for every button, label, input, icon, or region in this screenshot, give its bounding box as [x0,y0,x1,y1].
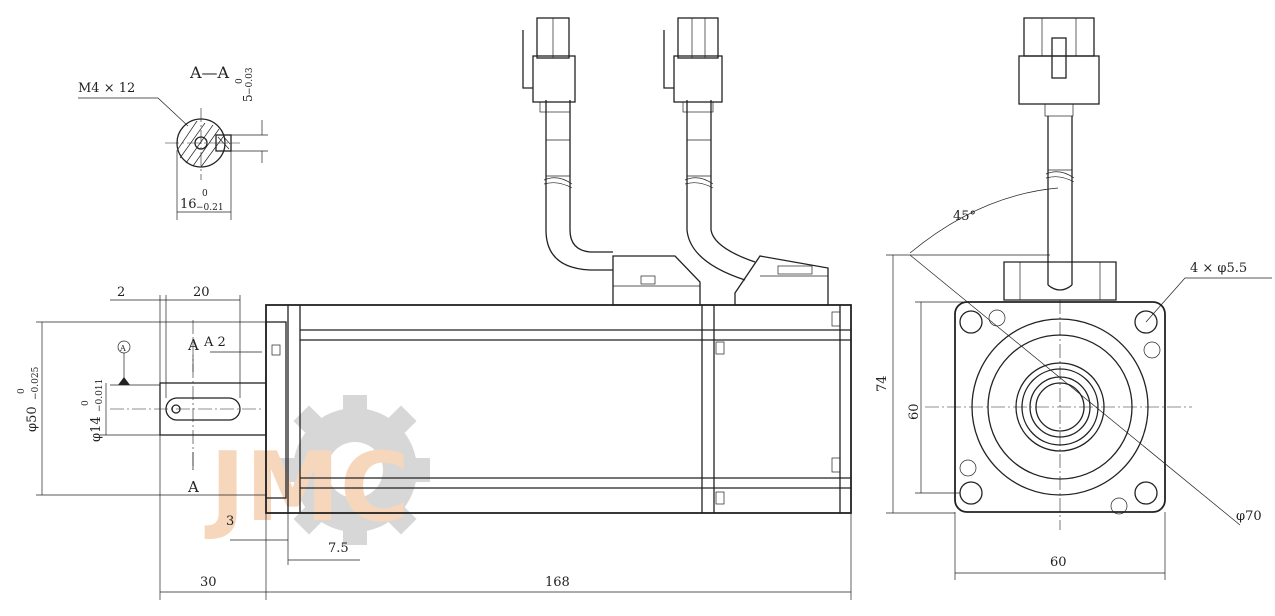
dim-74: 74 [875,375,890,392]
dim-2-top: 2 [117,285,125,300]
datum-label: A [119,344,126,353]
connector-housing-left [612,255,701,306]
section-hatching [177,120,224,168]
connector-plug-left [522,17,576,113]
front-view: 45° 4 × φ5.5 φ70 74 60 60 [875,17,1272,580]
cable-right [684,100,756,281]
section-a-a: A—A M4 × 12 5 0 −0.03 [78,63,268,220]
connector-plug-right [663,17,723,113]
key-height: 16 [180,197,197,212]
dim-60-vertical: 60 [907,403,922,420]
holes-spec: 4 × φ5.5 [1190,261,1247,276]
spigot-tol-upper: 0 [17,388,27,394]
shaft-tol-upper: 0 [81,400,91,406]
section-mark-top: A [187,336,199,354]
side-view: A A A A 2 2 20 φ50 0 −0.025 φ14 0 −0.0 [17,17,852,600]
key-height-tol-upper: 0 [202,189,208,199]
spigot-tol-lower: −0.025 [31,366,41,400]
dim-phi-70: φ70 [1236,509,1262,524]
connector-housing-right [734,255,829,306]
section-label: A—A [189,63,230,82]
keyway-depth-tol-lower: −0.03 [245,67,255,95]
dim-20: 20 [193,285,210,300]
section-mark-bottom: A [187,478,199,496]
keyway-depth-tol-upper: 0 [235,78,245,84]
dim-a2: A 2 [203,335,226,350]
shaft-tol-lower: −0.011 [95,379,105,412]
connector-plug-front [1018,17,1100,117]
angle-45: 45° [953,209,976,224]
spigot-dia: φ50 [25,406,40,432]
dim-7-5: 7.5 [328,541,349,556]
dim-168: 168 [545,575,570,590]
thread-spec: M4 × 12 [78,81,135,96]
shaft-dia: φ14 [89,416,104,442]
key-height-tol-lower: −0.21 [196,203,224,213]
cable-left [543,100,613,271]
gear-icon [280,395,430,545]
dim-60-horizontal: 60 [1050,555,1067,570]
dim-3: 3 [226,514,234,529]
keyway-depth: 5 [241,94,255,102]
dim-30: 30 [200,575,217,590]
watermark-logo: JMC [204,395,430,545]
